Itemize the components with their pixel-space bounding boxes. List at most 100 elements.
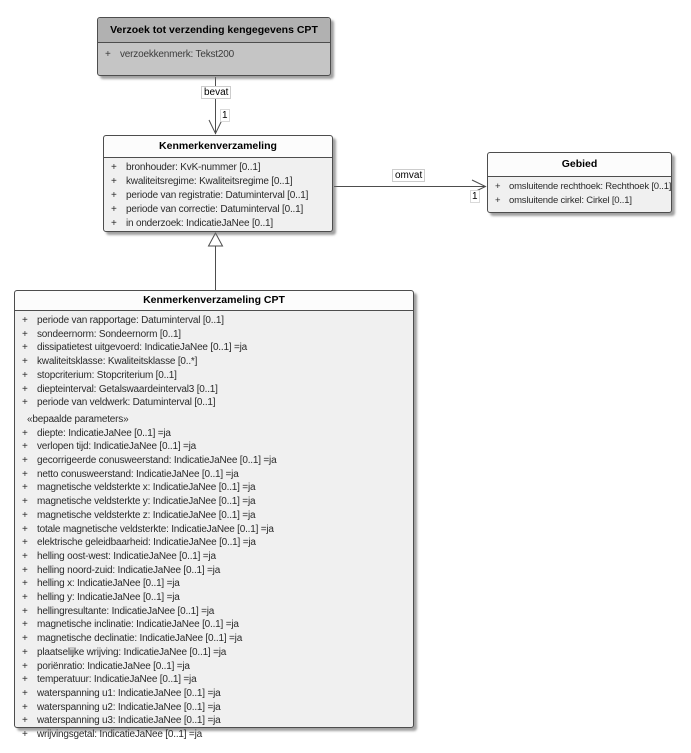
visibility-marker: + [22, 646, 28, 658]
attribute-row: + omsluitende rechthoek: Rechthoek [0..1… [495, 180, 672, 194]
visibility-marker: + [22, 342, 28, 354]
visibility-marker: + [105, 49, 111, 60]
attribute-text: magnetische veldsterkte y: IndicatieJaNe… [37, 496, 256, 508]
attribute-row: + waterspanning u1: IndicatieJaNee [0..1… [22, 687, 410, 701]
attribute-row: + helling y: IndicatieJaNee [0..1] =ja [22, 591, 410, 605]
visibility-marker: + [22, 455, 28, 467]
edge-multiplicity-omvat: 1 [470, 190, 480, 203]
visibility-marker: + [22, 592, 28, 604]
attribute-text: kwaliteitsregime: Kwaliteitsregime [0..1… [126, 176, 293, 187]
edge-label-bevat: bevat [201, 86, 232, 99]
attribute-text: magnetische veldsterkte z: IndicatieJaNe… [37, 509, 256, 521]
attribute-row: + elektrische geleidbaarheid: IndicatieJ… [22, 536, 410, 550]
attribute-text: verzoekkenmerk: Tekst200 [120, 49, 234, 60]
attribute-row: + in onderzoek: IndicatieJaNee [0..1] [111, 217, 329, 231]
visibility-marker: + [22, 619, 28, 631]
attribute-text: stopcriterium: Stopcriterium [0..1] [37, 369, 177, 381]
attribute-row: + verlopen tijd: IndicatieJaNee [0..1] =… [22, 440, 410, 454]
visibility-marker: + [22, 441, 28, 453]
class-attribute-list: + bronhouder: KvK-nummer [0..1] + kwalit… [104, 158, 332, 231]
visibility-marker: + [22, 427, 28, 439]
attribute-row: + wrijvingsgetal: IndicatieJaNee [0..1] … [22, 728, 410, 742]
attribute-row: + magnetische inclinatie: IndicatieJaNee… [22, 618, 410, 632]
attribute-row: + dissipatietest uitgevoerd: IndicatieJa… [22, 341, 410, 355]
attribute-text: diepteinterval: Getalswaardeinterval3 [0… [37, 383, 218, 395]
visibility-marker: + [22, 564, 28, 576]
generalization-triangle-icon [207, 231, 224, 247]
attribute-row: + helling x: IndicatieJaNee [0..1] =ja [22, 577, 410, 591]
attribute-row: + verzoekkenmerk: Tekst200 [105, 48, 327, 62]
attribute-text: waterspanning u1: IndicatieJaNee [0..1] … [37, 687, 221, 699]
attribute-text: helling y: IndicatieJaNee [0..1] =ja [37, 592, 180, 604]
visibility-marker: + [22, 633, 28, 645]
attribute-text: magnetische inclinatie: IndicatieJaNee [… [37, 619, 239, 631]
attribute-row: + waterspanning u2: IndicatieJaNee [0..1… [22, 701, 410, 715]
attribute-row: + stopcriterium: Stopcriterium [0..1] [22, 369, 410, 383]
class-verzoek-tot-verzending-kengegevens-cpt: Verzoek tot verzending kengegevens CPT +… [97, 17, 331, 76]
visibility-marker: + [22, 674, 28, 686]
attribute-row: + magnetische declinatie: IndicatieJaNee… [22, 632, 410, 646]
class-gebied: Gebied + omsluitende rechthoek: Rechthoe… [487, 152, 672, 213]
attribute-row: + helling noord-zuid: IndicatieJaNee [0.… [22, 564, 410, 578]
visibility-marker: + [22, 715, 28, 727]
attribute-row: «bepaalde parameters» [22, 413, 410, 427]
visibility-marker: + [22, 523, 28, 535]
attribute-text: periode van registratie: Datuminterval [… [126, 190, 309, 201]
class-title: Kenmerkenverzameling [104, 136, 332, 158]
attribute-row: + periode van veldwerk: Datuminterval [0… [22, 396, 410, 410]
attribute-row: + diepteinterval: Getalswaardeinterval3 … [22, 383, 410, 397]
attribute-text: «bepaalde parameters» [27, 413, 129, 425]
attribute-text: magnetische declinatie: IndicatieJaNee [… [37, 633, 243, 645]
attribute-text: netto conusweerstand: IndicatieJaNee [0.… [37, 468, 239, 480]
visibility-marker: + [22, 496, 28, 508]
attribute-row: + magnetische veldsterkte y: IndicatieJa… [22, 495, 410, 509]
visibility-marker: + [111, 162, 117, 173]
attribute-text: verlopen tijd: IndicatieJaNee [0..1] =ja [37, 441, 197, 453]
association-bevat-arrowhead-icon [208, 119, 223, 135]
attribute-text: waterspanning u2: IndicatieJaNee [0..1] … [37, 701, 221, 713]
attribute-row: + hellingresultante: IndicatieJaNee [0..… [22, 605, 410, 619]
visibility-marker: + [22, 578, 28, 590]
visibility-marker: + [111, 176, 117, 187]
attribute-text: periode van rapportage: Datuminterval [0… [37, 315, 224, 326]
edge-label-omvat: omvat [392, 169, 426, 182]
attribute-row: + bronhouder: KvK-nummer [0..1] [111, 161, 329, 175]
attribute-row: + magnetische veldsterkte z: IndicatieJa… [22, 509, 410, 523]
attribute-row: + gecorrigeerde conusweerstand: Indicati… [22, 454, 410, 468]
attribute-row: + omsluitende cirkel: Cirkel [0..1] [495, 194, 668, 208]
attribute-text: kwaliteitsklasse: Kwaliteitsklasse [0..*… [37, 356, 198, 368]
attribute-row: + temperatuur: IndicatieJaNee [0..1] =ja [22, 673, 410, 687]
visibility-marker: + [22, 687, 28, 699]
attribute-text: omsluitende rechthoek: Rechthoek [0..1] [509, 181, 672, 192]
visibility-marker: + [22, 315, 28, 326]
visibility-marker: + [22, 369, 28, 381]
visibility-marker: + [22, 397, 28, 409]
attribute-text: totale magnetische veldsterkte: Indicati… [37, 523, 274, 535]
attribute-row: + netto conusweerstand: IndicatieJaNee [… [22, 468, 410, 482]
attribute-text: wrijvingsgetal: IndicatieJaNee [0..1] =j… [37, 729, 202, 741]
class-kenmerkenverzameling: Kenmerkenverzameling + bronhouder: KvK-n… [103, 135, 333, 232]
visibility-marker: + [22, 605, 28, 617]
class-attribute-list: + periode van rapportage: Datuminterval … [15, 311, 413, 742]
visibility-marker: + [22, 482, 28, 494]
attribute-row: + sondeernorm: Sondeernorm [0..1] [22, 328, 410, 342]
class-title: Kenmerkenverzameling CPT [15, 291, 413, 311]
visibility-marker: + [495, 181, 501, 192]
attribute-text: elektrische geleidbaarheid: IndicatieJaN… [37, 537, 256, 549]
class-attribute-list: + omsluitende rechthoek: Rechthoek [0..1… [488, 177, 671, 207]
class-attribute-list: + verzoekkenmerk: Tekst200 [98, 43, 330, 62]
edge-multiplicity-bevat: 1 [220, 109, 230, 122]
attribute-text: helling noord-zuid: IndicatieJaNee [0..1… [37, 564, 221, 576]
attribute-text: in onderzoek: IndicatieJaNee [0..1] [126, 218, 273, 229]
attribute-row: + kwaliteitsregime: Kwaliteitsregime [0.… [111, 175, 329, 189]
visibility-marker: + [22, 729, 28, 741]
attribute-text: omsluitende cirkel: Cirkel [0..1] [509, 194, 632, 206]
visibility-marker: + [22, 509, 28, 521]
attribute-text: sondeernorm: Sondeernorm [0..1] [37, 328, 181, 340]
visibility-marker: + [22, 550, 28, 562]
attribute-row: + totale magnetische veldsterkte: Indica… [22, 523, 410, 537]
attribute-text: temperatuur: IndicatieJaNee [0..1] =ja [37, 674, 197, 686]
attribute-text: helling oost-west: IndicatieJaNee [0..1]… [37, 550, 216, 562]
attribute-text: helling x: IndicatieJaNee [0..1] =ja [37, 578, 180, 590]
